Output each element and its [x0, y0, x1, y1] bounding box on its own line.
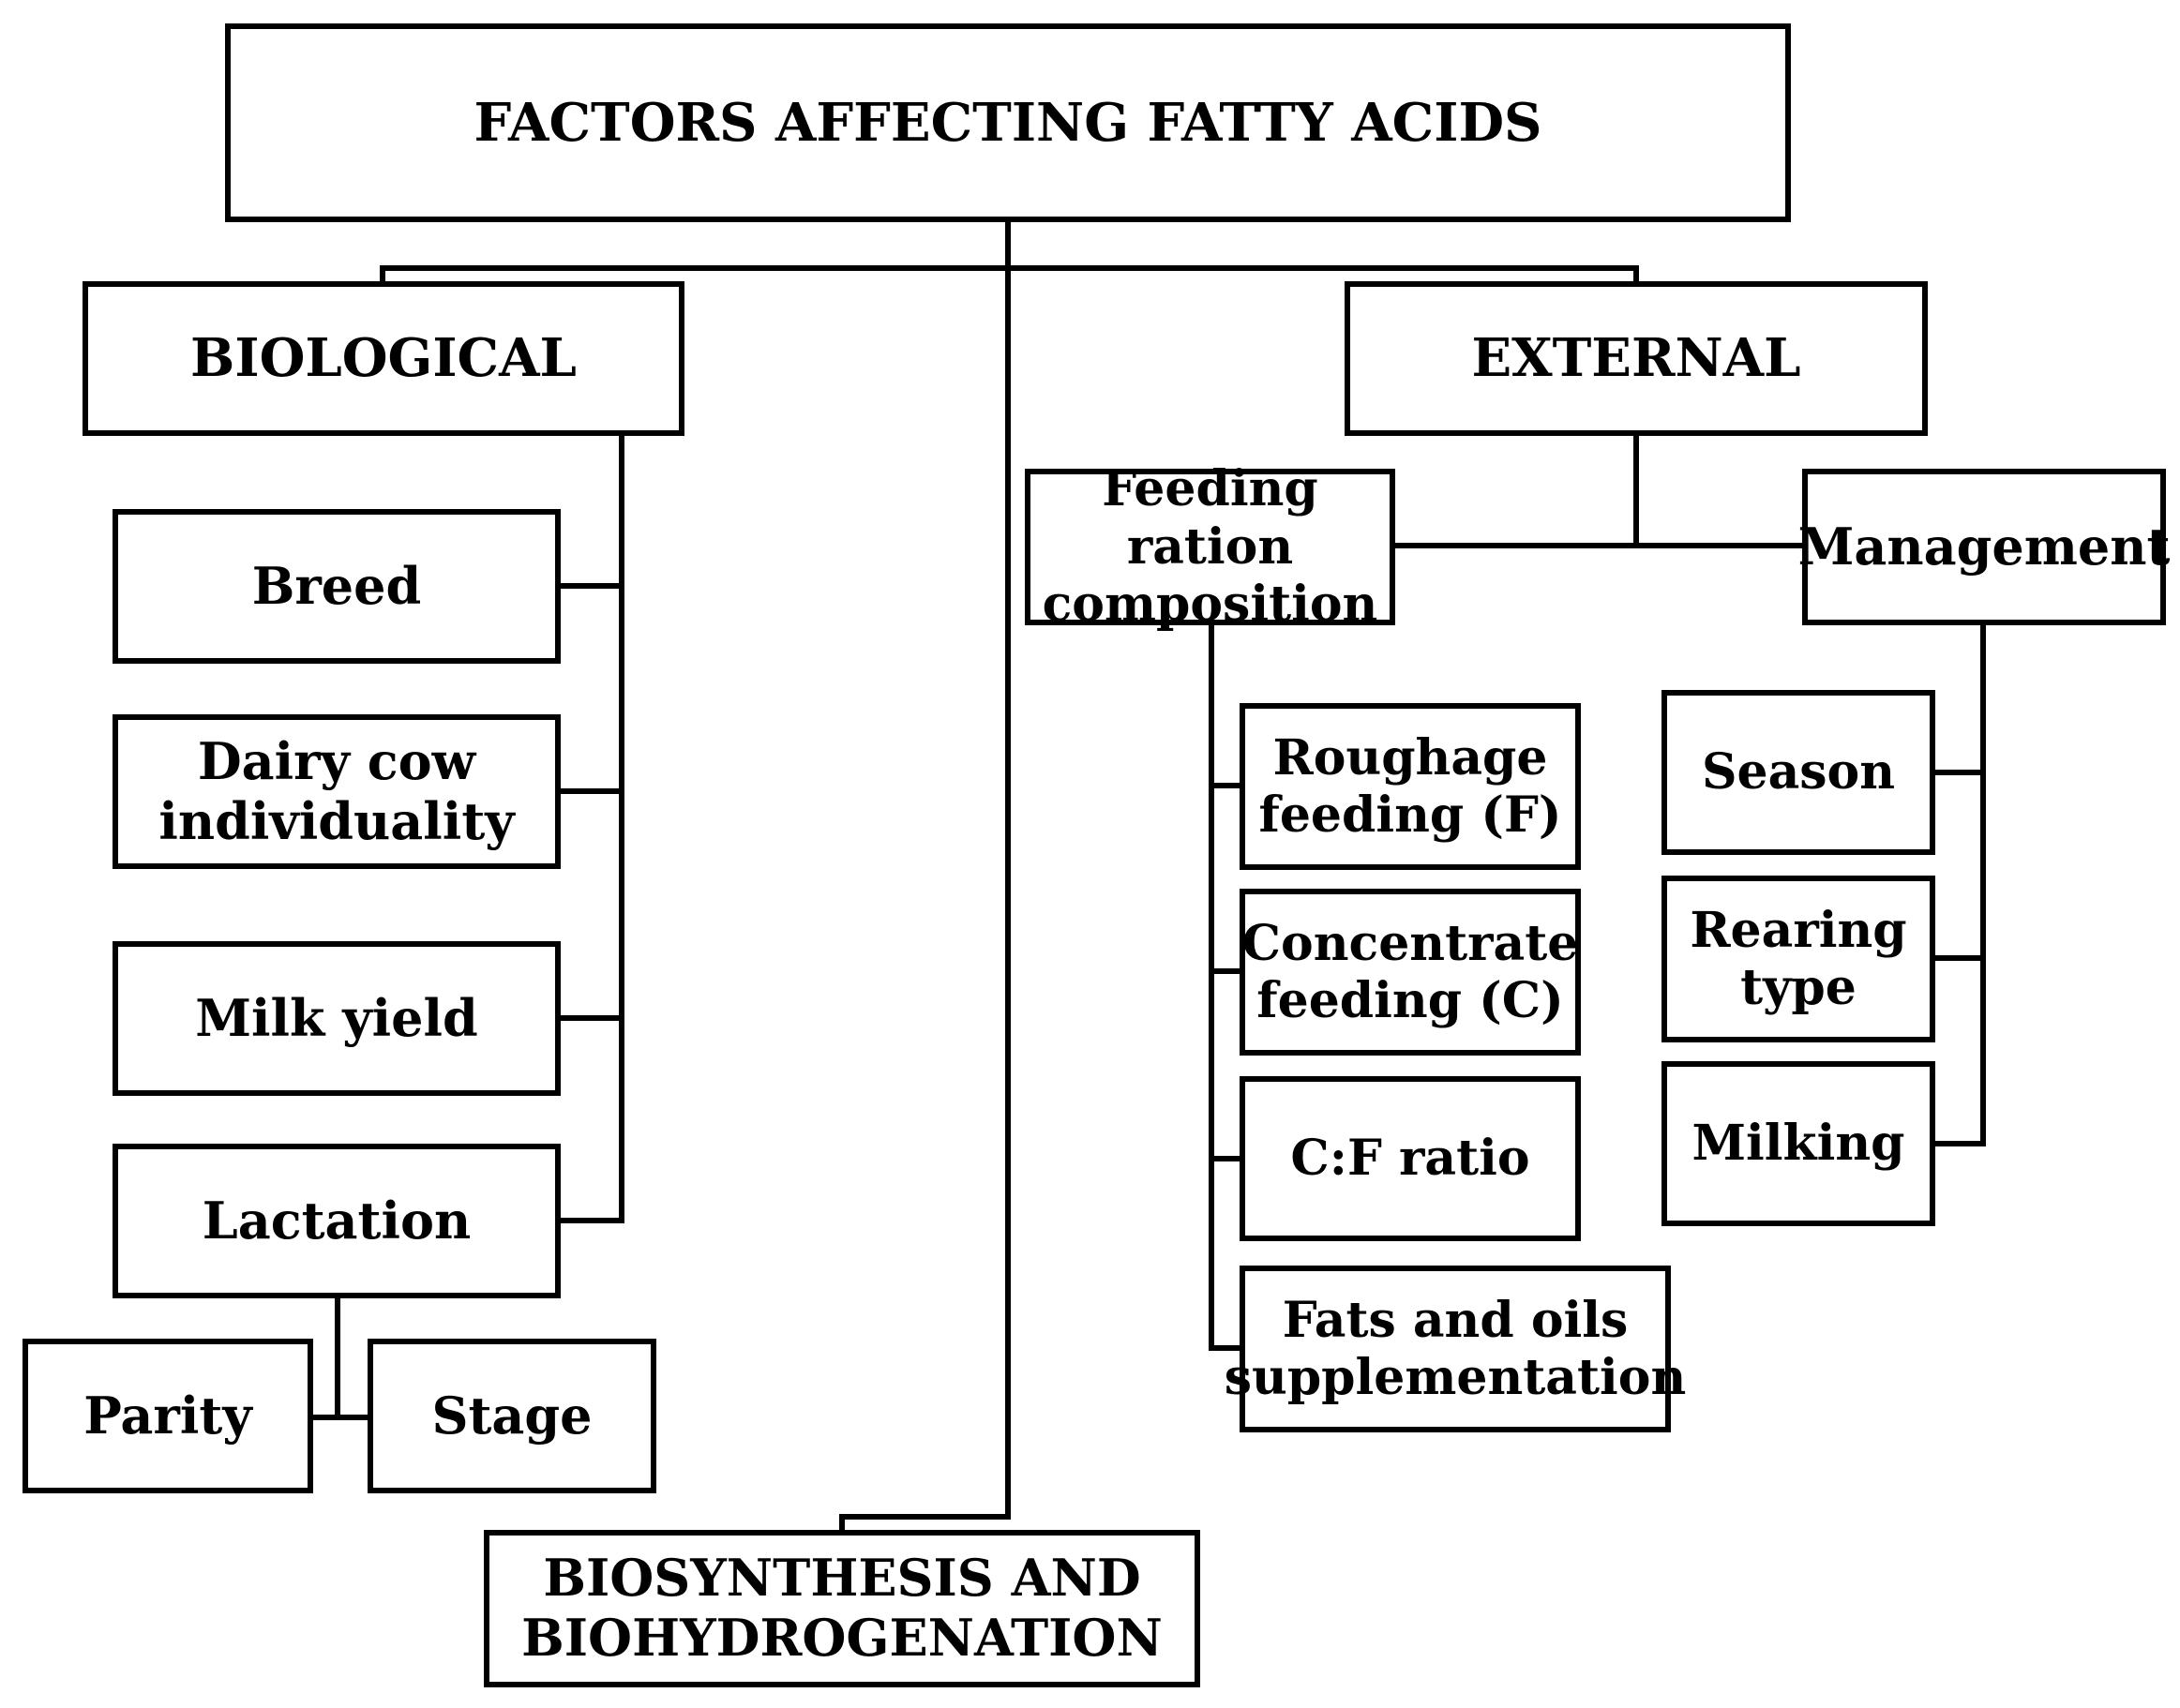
external-box: EXTERNAL — [1345, 281, 1928, 436]
lactation-label: Lactation — [202, 1190, 472, 1251]
management-box: Management — [1798, 469, 2170, 625]
rearing-type-label: Rearing type — [1690, 901, 1907, 1016]
milk-yield-label: Milk yield — [195, 987, 478, 1048]
cf-ratio-label: C:F ratio — [1290, 1130, 1530, 1188]
feeding-ration-label: Feeding ration composition — [1042, 460, 1378, 634]
milking-box: Milking — [1661, 1061, 1935, 1226]
concentrate-label: Concentrate feeding (C) — [1241, 914, 1579, 1029]
diagram-title-box: FACTORS AFFECTING FATTY ACIDS — [225, 23, 1791, 222]
individuality-label: Dairy cow individuality — [158, 730, 515, 851]
roughage-box: Roughage feeding (F) — [1240, 703, 1581, 870]
rearing-type-box: Rearing type — [1661, 876, 1935, 1042]
breed-label: Breed — [251, 555, 422, 616]
season-box: Season — [1661, 690, 1935, 855]
parity-label: Parity — [83, 1385, 252, 1446]
individuality-box: Dairy cow individuality — [113, 714, 561, 869]
biosynthesis-box: BIOSYNTHESIS AND BIOHYDROGENATION — [484, 1530, 1200, 1687]
breed-box: Breed — [113, 509, 561, 664]
feeding-ration-box: Feeding ration composition — [1025, 460, 1395, 633]
biological-label: BIOLOGICAL — [190, 327, 577, 390]
external-label: EXTERNAL — [1471, 327, 1801, 390]
milking-label: Milking — [1691, 1115, 1905, 1173]
parity-box: Parity — [23, 1339, 313, 1493]
biological-box: BIOLOGICAL — [83, 281, 684, 436]
stage-box: Stage — [368, 1339, 656, 1493]
management-label: Management — [1797, 516, 2171, 577]
milk-yield-box: Milk yield — [113, 941, 561, 1096]
biosynthesis-label: BIOSYNTHESIS AND BIOHYDROGENATION — [521, 1548, 1163, 1668]
concentrate-box: Concentrate feeding (C) — [1240, 889, 1581, 1056]
season-label: Season — [1701, 743, 1896, 802]
diagram-title: FACTORS AFFECTING FATTY ACIDS — [474, 91, 1542, 154]
roughage-label: Roughage feeding (F) — [1258, 728, 1562, 844]
cf-ratio-box: C:F ratio — [1240, 1076, 1581, 1241]
fats-oils-box: Fats and oils supplementation — [1225, 1266, 1686, 1432]
lactation-box: Lactation — [113, 1144, 561, 1298]
fats-oils-label: Fats and oils supplementation — [1224, 1291, 1687, 1406]
stage-label: Stage — [431, 1385, 593, 1446]
